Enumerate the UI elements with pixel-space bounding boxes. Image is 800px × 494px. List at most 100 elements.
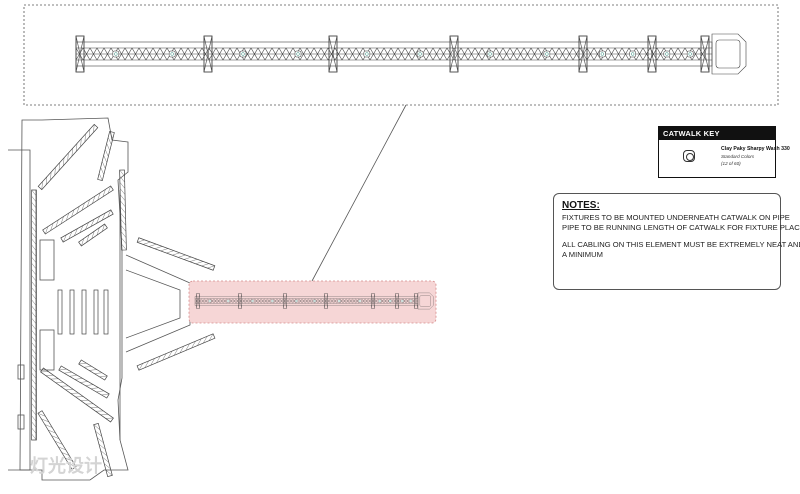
truss-lattice bbox=[31, 208, 37, 215]
truss-lattice bbox=[102, 189, 106, 197]
fixture-lens bbox=[418, 52, 422, 56]
truss-lattice bbox=[66, 212, 70, 221]
truss-brace bbox=[586, 47, 595, 61]
truss-brace bbox=[607, 47, 616, 61]
truss-brace bbox=[324, 298, 328, 304]
truss-brace bbox=[194, 47, 203, 61]
truss-brace bbox=[292, 298, 296, 304]
truss-lattice bbox=[71, 209, 75, 218]
truss-lattice bbox=[31, 220, 37, 227]
truss-brace bbox=[308, 298, 312, 304]
truss-lattice bbox=[31, 421, 37, 428]
truss-brace bbox=[278, 47, 287, 61]
truss-lattice bbox=[148, 244, 157, 247]
truss-lattice bbox=[100, 167, 105, 175]
wash-fixture-icon bbox=[409, 299, 413, 303]
truss-brace bbox=[334, 47, 343, 61]
truss-brace bbox=[124, 47, 133, 61]
truss-brace bbox=[516, 47, 525, 61]
truss-brace bbox=[257, 47, 266, 61]
wash-fixture-icon bbox=[239, 50, 247, 58]
wash-fixture-icon bbox=[629, 50, 636, 58]
truss-lattice bbox=[107, 185, 111, 194]
truss-lattice bbox=[31, 330, 37, 337]
truss-brace bbox=[412, 298, 416, 304]
truss-brace bbox=[495, 47, 504, 61]
truss-brace bbox=[248, 298, 252, 304]
truss-lattice bbox=[94, 372, 103, 374]
truss-lattice bbox=[96, 390, 104, 393]
truss-brace bbox=[117, 47, 126, 61]
fixture-lens bbox=[365, 52, 369, 56]
truss-brace bbox=[380, 298, 385, 304]
truss-lattice bbox=[58, 446, 66, 451]
notes-line: ALL CABLING ON THIS ELEMENT MUST BE EXTR… bbox=[562, 240, 800, 249]
truss-lattice bbox=[31, 336, 37, 343]
truss-lattice bbox=[69, 375, 78, 377]
truss-brace bbox=[339, 298, 344, 304]
wash-fixture-icon bbox=[294, 50, 302, 58]
detail-frame bbox=[23, 4, 779, 106]
truss-lattice bbox=[97, 192, 101, 201]
truss-lattice bbox=[74, 228, 78, 236]
truss-lattice bbox=[31, 360, 37, 367]
truss-brace bbox=[369, 47, 378, 61]
truss-brace bbox=[271, 47, 280, 61]
truss-brace bbox=[551, 47, 560, 61]
support-tower bbox=[370, 293, 376, 309]
truss-lattice bbox=[105, 469, 113, 476]
truss-lattice bbox=[96, 227, 100, 236]
truss-lattice bbox=[65, 457, 73, 462]
truss-lattice bbox=[98, 443, 106, 450]
truss-lattice bbox=[74, 378, 83, 380]
truss-brace bbox=[565, 47, 574, 61]
truss-brace bbox=[509, 47, 518, 61]
truss-lattice bbox=[31, 409, 37, 416]
truss-brace bbox=[298, 298, 303, 304]
truss-lattice bbox=[178, 254, 186, 258]
wash-fixture-icon bbox=[400, 299, 404, 303]
fixture-lens bbox=[114, 52, 118, 56]
truss-brace bbox=[579, 47, 588, 61]
truss-segment bbox=[93, 289, 99, 335]
support-tower bbox=[449, 35, 459, 73]
truss-segment bbox=[103, 289, 109, 335]
truss-brace bbox=[642, 47, 651, 61]
truss-lattice bbox=[102, 456, 109, 463]
truss-brace bbox=[502, 47, 511, 61]
truss-lattice bbox=[166, 250, 174, 254]
truss-lattice bbox=[31, 305, 37, 313]
truss-segment bbox=[136, 237, 216, 271]
fixture-lens bbox=[401, 300, 404, 302]
fixture-lens bbox=[313, 300, 316, 302]
notes-line: FIXTURES TO BE MOUNTED UNDERNEATH CATWAL… bbox=[562, 213, 790, 222]
truss-lattice bbox=[185, 343, 190, 351]
truss-brace bbox=[299, 47, 308, 61]
truss-brace bbox=[222, 47, 231, 61]
truss-lattice bbox=[101, 161, 106, 169]
truss-brace bbox=[276, 298, 281, 304]
truss-lattice bbox=[37, 413, 46, 417]
support-tower bbox=[394, 293, 400, 309]
truss-brace bbox=[264, 47, 273, 61]
truss-lattice bbox=[97, 437, 104, 444]
truss-brace bbox=[387, 298, 391, 304]
wash-fixture-icon bbox=[416, 50, 424, 58]
truss-brace bbox=[159, 47, 168, 61]
tower-brace bbox=[238, 293, 242, 309]
fixture-lens bbox=[296, 52, 300, 56]
venue-outline bbox=[19, 117, 129, 481]
truss-lattice bbox=[48, 429, 56, 434]
truss-lattice bbox=[99, 375, 108, 378]
truss-brace bbox=[254, 298, 259, 304]
truss-brace bbox=[330, 298, 334, 304]
tower-brace bbox=[449, 35, 459, 73]
truss-brace bbox=[361, 298, 366, 304]
tower-brace bbox=[75, 35, 85, 73]
truss-brace bbox=[215, 47, 224, 61]
fixture-lens bbox=[545, 52, 549, 56]
truss-lattice bbox=[96, 216, 100, 224]
truss-lattice bbox=[68, 463, 77, 467]
truss-lattice bbox=[93, 424, 101, 431]
fixture-lens bbox=[359, 300, 361, 302]
